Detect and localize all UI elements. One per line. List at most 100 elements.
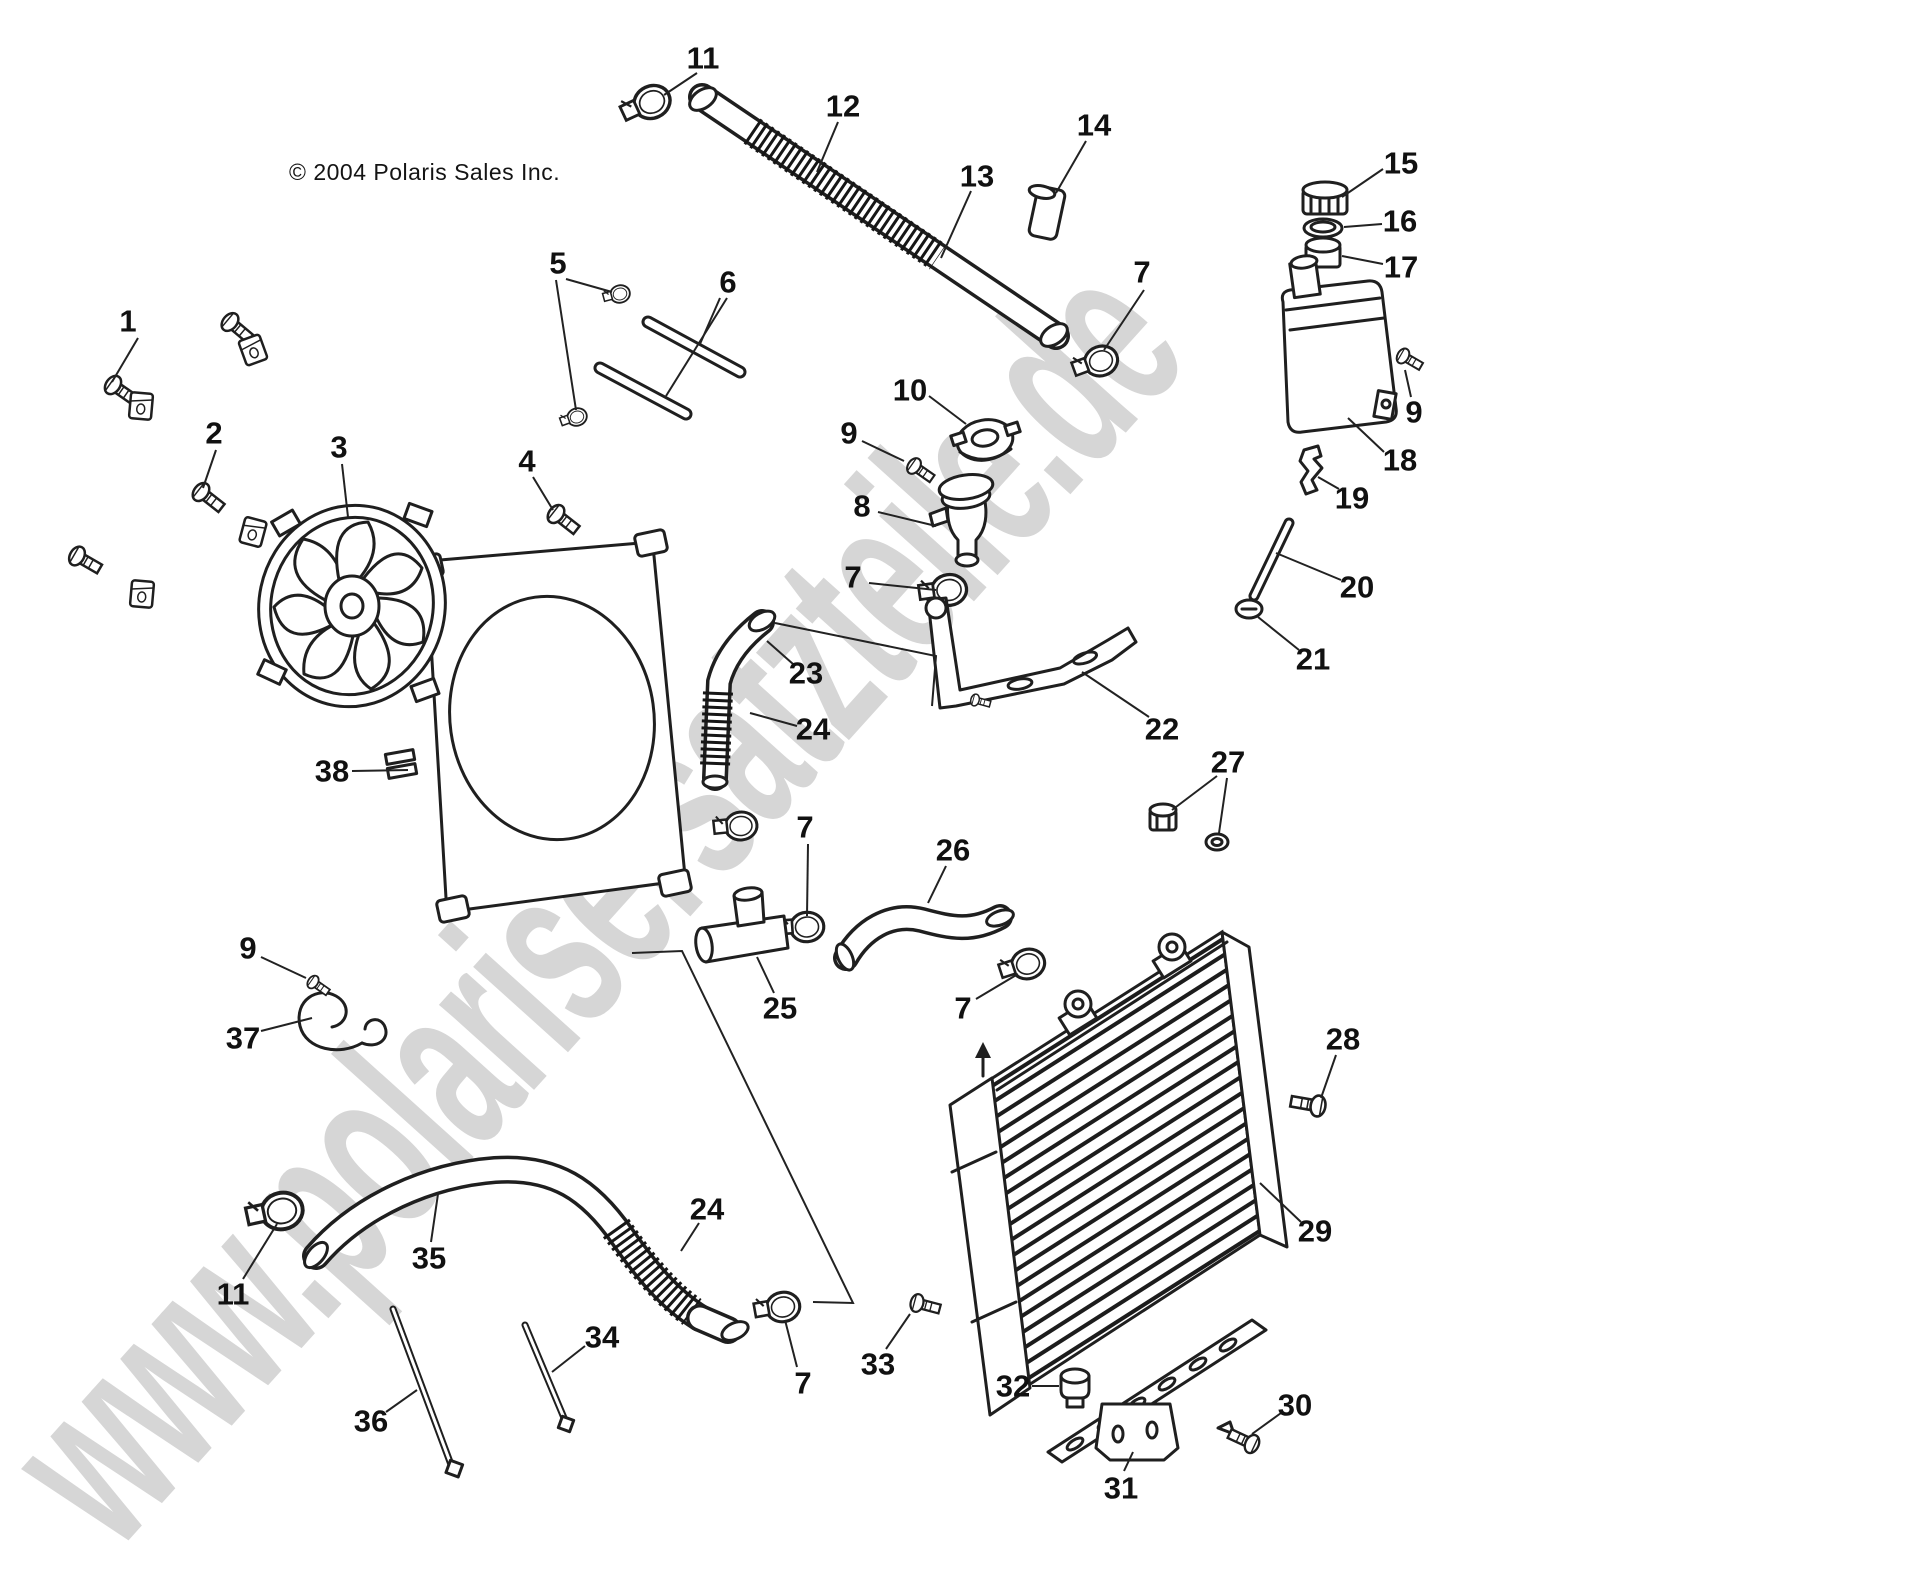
bolt-9 — [903, 454, 939, 487]
hose-end — [1039, 322, 1069, 348]
hose-end — [303, 1240, 329, 1270]
callout-33: 33 — [861, 1347, 895, 1382]
vent-fitting-19 — [1298, 444, 1324, 496]
well-nut-27 — [1148, 802, 1178, 832]
bolt-9 — [1393, 345, 1427, 375]
callout-9: 9 — [1405, 395, 1422, 430]
hose-clamp-5 — [557, 404, 591, 432]
callout-11: 11 — [217, 1277, 250, 1312]
callout-leader — [555, 279, 577, 411]
callout-7: 7 — [796, 810, 813, 845]
callout-23: 23 — [789, 656, 823, 691]
radiator-29 — [948, 929, 1289, 1417]
reference-line — [774, 622, 938, 707]
cap-bushing-17 — [1304, 236, 1342, 269]
washer-27 — [1204, 832, 1230, 852]
hose-end — [747, 609, 777, 633]
callout-9: 9 — [840, 416, 857, 451]
callout-leader — [260, 1017, 313, 1032]
fan-tab — [409, 676, 441, 704]
callout-leader — [663, 72, 698, 96]
fan-tab — [402, 501, 434, 529]
callout-leader — [1171, 775, 1218, 811]
callout-9: 9 — [239, 931, 256, 966]
callout-26: 26 — [936, 833, 970, 868]
callout-3: 3 — [330, 430, 347, 465]
clip-nut — [236, 332, 270, 368]
callout-leader — [1218, 777, 1228, 834]
callout-leader — [1123, 1451, 1134, 1472]
hose-corrugation-24 — [602, 1218, 702, 1325]
callout-leader — [551, 1345, 586, 1373]
callout-leader — [665, 297, 728, 397]
callout-leader — [885, 1313, 911, 1350]
callout-leader — [1341, 168, 1384, 198]
callout-leader — [1404, 369, 1412, 398]
callout-10: 10 — [893, 373, 927, 408]
hose-clamp-11 — [615, 77, 678, 132]
upper-coolant-hose — [688, 83, 1070, 350]
cooling-fan — [256, 501, 447, 709]
callout-30: 30 — [1278, 1388, 1312, 1423]
callout-leader — [260, 956, 307, 979]
callout-leader — [385, 1389, 418, 1413]
callout-7: 7 — [954, 991, 971, 1026]
callout-leader — [927, 865, 947, 904]
callout-leader — [242, 1223, 278, 1280]
callout-leader — [806, 843, 809, 917]
callout-leader — [928, 395, 967, 425]
callout-leader — [1343, 223, 1383, 228]
fan-tab — [270, 508, 302, 538]
callout-leader — [351, 769, 409, 772]
callout-7: 7 — [1133, 255, 1150, 290]
callout-leader — [868, 582, 937, 591]
overflow-bottle-18 — [1280, 254, 1398, 434]
mounting-bracket-22 — [924, 596, 1138, 711]
radiator-right-tank — [1220, 930, 1289, 1249]
lower-hose-35 — [302, 1155, 750, 1344]
callout-2: 2 — [205, 416, 222, 451]
grommet-21 — [1234, 598, 1264, 620]
callout-14: 14 — [1077, 108, 1112, 143]
hose-clamp-7 — [750, 1288, 804, 1328]
tee-fitting-25 — [694, 886, 790, 964]
callout-7: 7 — [794, 1366, 811, 1401]
callout-leader — [861, 440, 905, 462]
copyright-text: © 2004 Polaris Sales Inc. — [289, 159, 561, 185]
callout-leader — [341, 463, 349, 518]
callout-32: 32 — [996, 1369, 1030, 1404]
callout-24: 24 — [690, 1192, 725, 1227]
lower-bracket-31 — [1046, 1318, 1268, 1464]
hose-end — [985, 908, 1015, 928]
callout-leader — [816, 121, 839, 173]
grommet-32 — [1059, 1367, 1091, 1409]
radiator-cap-10 — [949, 418, 1022, 462]
callout-leader — [430, 1193, 439, 1243]
hose-end — [720, 1320, 750, 1342]
callout-leader — [1317, 476, 1340, 490]
hose-clamp-7 — [994, 943, 1051, 989]
callout-38: 38 — [315, 754, 349, 789]
callout-leader — [680, 1222, 700, 1252]
hose-end — [834, 942, 856, 972]
callout-leader — [1081, 671, 1150, 718]
callout-24: 24 — [796, 712, 831, 747]
fan-tab — [256, 658, 288, 686]
reference-line — [631, 949, 855, 1305]
callout-leader — [766, 640, 794, 665]
radiator-mount-ear — [1057, 989, 1099, 1037]
shroud-tab — [633, 528, 669, 558]
bracket-center-tab — [1094, 1402, 1180, 1462]
shroud-tab — [435, 894, 471, 924]
s-hose-26 — [833, 904, 1015, 972]
callout-21: 21 — [1296, 642, 1330, 677]
callout-leader — [784, 1319, 798, 1368]
neck-outlet — [954, 552, 980, 568]
callout-18: 18 — [1383, 443, 1417, 478]
filler-neck-8 — [928, 473, 995, 568]
bottle-tab — [1372, 389, 1398, 421]
hose-corrugation-24 — [700, 691, 733, 767]
callout-leader — [1341, 255, 1384, 265]
clip-nut — [237, 515, 269, 549]
